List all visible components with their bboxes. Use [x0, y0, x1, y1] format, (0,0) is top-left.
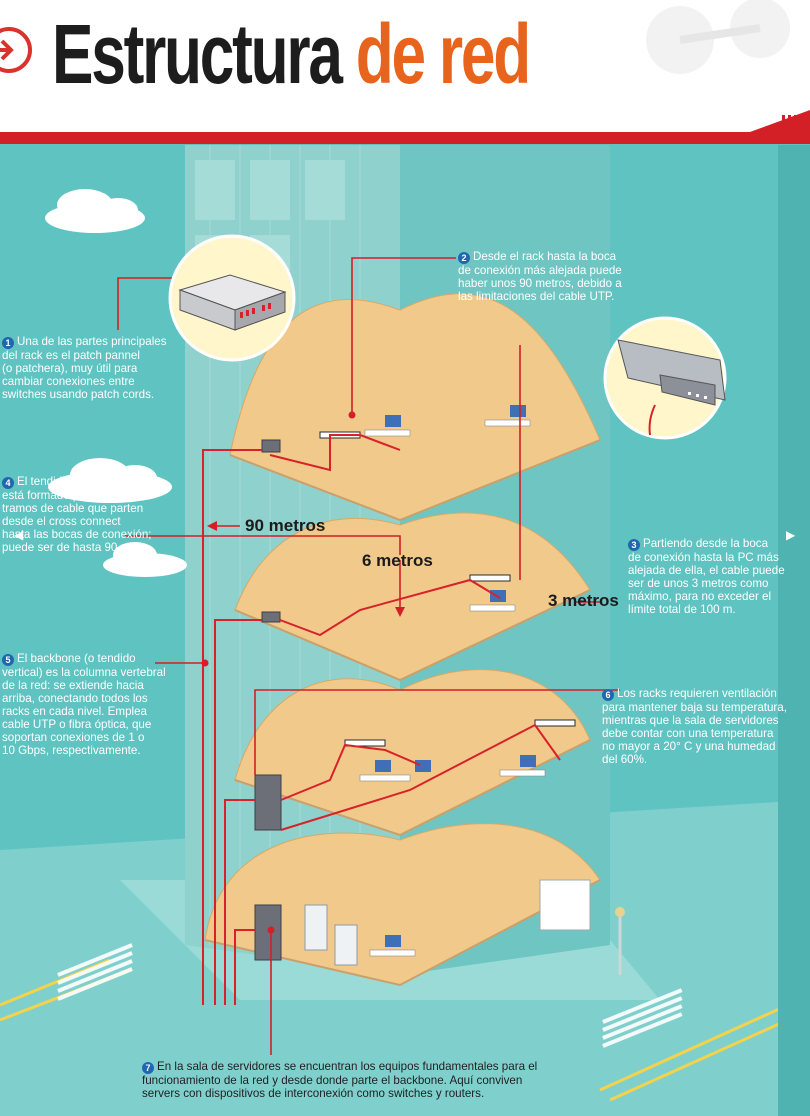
crosswalk-right [602, 988, 683, 1048]
title-part2: de red [355, 7, 531, 101]
floor-4 [229, 293, 601, 522]
note-number: 5 [2, 654, 14, 666]
note-number: 7 [142, 1062, 154, 1074]
measure-3-metros: 3 metros [548, 591, 619, 610]
measure-90-metros: 90 metros [245, 516, 326, 535]
header-decoration [646, 0, 810, 132]
note-number: 1 [2, 337, 14, 349]
chevron-left-icon[interactable]: ◀ [14, 528, 24, 542]
note-number: 6 [602, 689, 614, 701]
patch-panel-illustration [168, 234, 296, 362]
page-title: Estructura de red [52, 4, 531, 104]
header-red-band [0, 132, 810, 144]
arrow-right-circle-icon [0, 27, 32, 73]
chevron-right-icon[interactable]: ▶ [786, 528, 796, 542]
measure-6-metros: 6 metros [362, 551, 433, 570]
clouds [45, 189, 187, 577]
wall-outlet-illustration [603, 316, 727, 440]
note-number: 3 [628, 539, 640, 551]
note-number: 4 [2, 477, 14, 489]
note-number: 2 [458, 252, 470, 264]
title-part1: Estructura [52, 7, 343, 101]
crosswalk-left [57, 943, 133, 1001]
header: Estructura de red [0, 0, 810, 132]
